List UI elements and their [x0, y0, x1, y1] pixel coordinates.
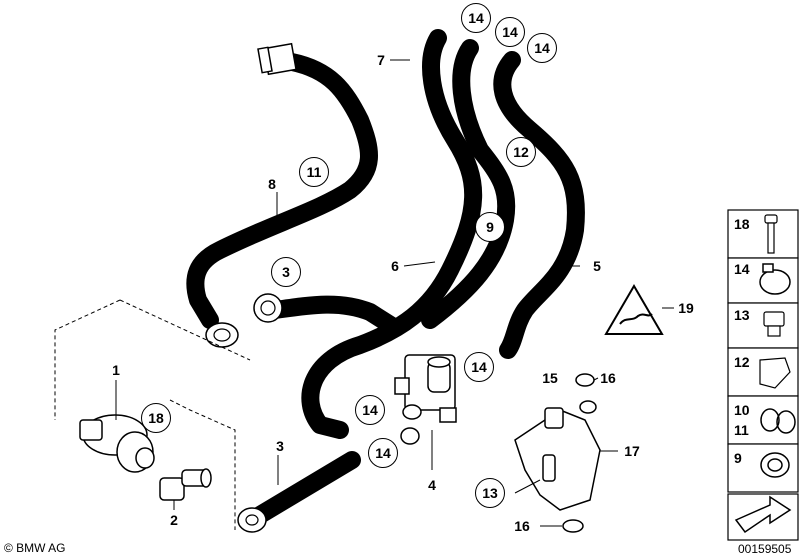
callout-18-circle: 18: [141, 403, 171, 433]
callout-14-circle-d: 14: [464, 352, 494, 382]
spring-clip-icon: [760, 452, 790, 478]
callout-15: 15: [542, 370, 558, 386]
hex-nut-icon: [763, 311, 785, 337]
panel-label-13: 13: [734, 307, 750, 323]
leader-lines: [115, 59, 674, 527]
panel-label-12: 12: [734, 354, 750, 370]
grommet-15: [544, 407, 564, 429]
callout-14-circle-e: 14: [355, 395, 385, 425]
callout-14-circle-b: 14: [495, 17, 525, 47]
callout-14-circle-f: 14: [368, 438, 398, 468]
callout-1: 1: [112, 362, 120, 378]
callout-16-upper: 16: [600, 370, 616, 386]
callout-9-circle: 9: [475, 212, 505, 242]
callout-13-circle: 13: [475, 478, 505, 508]
pump-1: [79, 414, 155, 473]
hose-9: [421, 39, 516, 329]
hot-surface-warning-icon: [604, 284, 664, 335]
hose-3-upper: [253, 293, 401, 335]
callout-14-circle-c: 14: [527, 33, 557, 63]
callout-5: 5: [593, 258, 601, 274]
callout-12-circle: 12: [506, 137, 536, 167]
callout-16-lower: 16: [514, 518, 530, 534]
callout-17: 17: [624, 443, 640, 459]
hose-5-12: [493, 51, 585, 359]
bolt-icon: [764, 214, 778, 254]
callout-11-circle: 11: [299, 157, 329, 187]
cable-clip-icon: [759, 357, 791, 389]
hose-3-lower: [237, 451, 361, 533]
panel-label-14: 14: [734, 261, 750, 277]
callout-8: 8: [268, 176, 276, 192]
cap-16-upper: [575, 373, 595, 387]
dashed-group-outline: [54, 299, 251, 530]
hose-8: [186, 42, 378, 348]
callout-4: 4: [428, 477, 436, 493]
cap-16-lower: [562, 519, 584, 533]
hose-clamp-icon: [759, 263, 791, 295]
panel-label-11: 11: [734, 422, 749, 438]
double-clip-icon: [760, 408, 796, 434]
callout-7: 7: [377, 52, 385, 68]
valve-block-4: [394, 354, 457, 445]
callout-3-circle: 3: [271, 257, 301, 287]
hose-6-7: [301, 29, 483, 439]
callout-14-circle-a: 14: [461, 3, 491, 33]
copyright-text: © BMW AG: [4, 541, 66, 555]
direction-arrow-icon: [734, 495, 792, 534]
panel-label-10: 10: [734, 402, 750, 418]
panel-label-18: 18: [734, 216, 750, 232]
callout-2: 2: [170, 512, 178, 528]
elbow-fitting-2: [159, 468, 212, 501]
panel-label-9: 9: [734, 450, 742, 466]
callout-6: 6: [391, 258, 399, 274]
bracket-17: [514, 400, 601, 511]
callout-3-lower: 3: [276, 438, 284, 454]
image-number: 00159505: [738, 542, 792, 556]
callout-19: 19: [678, 300, 694, 316]
